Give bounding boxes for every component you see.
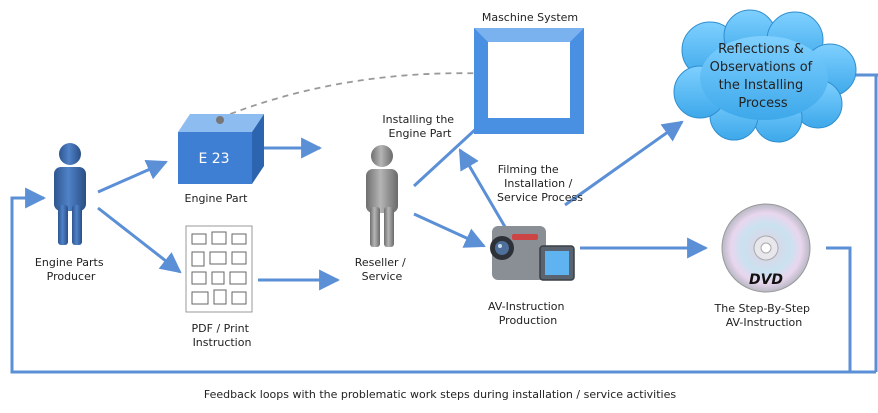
machine-system-title: Maschine System (482, 11, 578, 24)
reseller-label: Reseller / Service (355, 256, 410, 283)
engine-part-cube-icon (178, 114, 264, 184)
pdf-label: PDF / Print Instruction (192, 322, 253, 349)
feedback-loop-caption: Feedback loops with the problematic work… (204, 388, 676, 401)
dvd-disc-icon (721, 203, 811, 293)
producer-person-icon (54, 143, 86, 245)
engine-part-id: E 23 (198, 151, 229, 167)
filming-label: Filming the Installation / Service Proce… (497, 163, 583, 204)
engine-part-label: Engine Part (185, 192, 249, 205)
arrow-reseller-to-camera (413, 212, 486, 248)
arrow-producer-to-pdf (97, 206, 182, 274)
machine-system-frame-icon (474, 28, 584, 134)
arrow-camera-to-cloud (564, 120, 684, 207)
av-production-label: AV-Instruction Production (488, 300, 568, 327)
cloud-label: Reflections & Observations of the Instal… (710, 42, 817, 111)
installing-label: Installing the Engine Part (382, 113, 457, 140)
feedback-loop-line (10, 187, 852, 374)
pdf-instruction-sheet-icon (185, 225, 253, 313)
video-camera-icon (490, 226, 575, 281)
connector-arrows (10, 73, 878, 374)
dvd-disc-label: DVD (749, 272, 783, 288)
arrow-producer-to-engine-part (97, 160, 168, 194)
reseller-person-icon (366, 145, 398, 247)
dvd-caption: The Step-By-Step AV-Instruction (714, 302, 814, 329)
producer-label: Engine Parts Producer (35, 256, 107, 283)
arrow-camera-to-machine (458, 148, 510, 233)
reflections-cloud-icon (673, 9, 857, 143)
